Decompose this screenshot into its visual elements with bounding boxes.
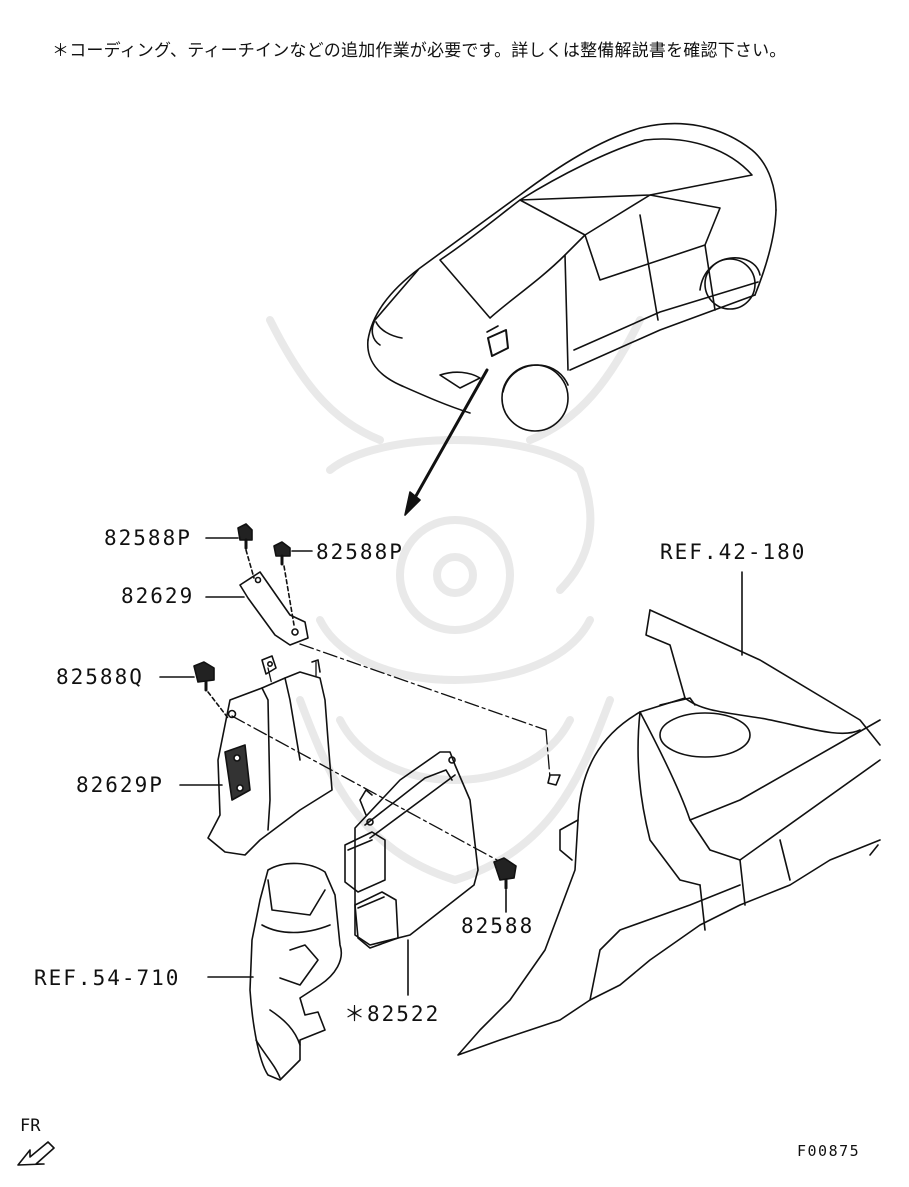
- label-ref-42-180: REF.42-180: [660, 540, 807, 564]
- front-direction-arrow-icon: [17, 1141, 55, 1166]
- air-duct: [249, 862, 342, 1081]
- label-82588q: 82588Q: [56, 665, 144, 689]
- front-label: FR: [20, 1116, 41, 1136]
- label-82588: 82588: [461, 914, 535, 938]
- label-82588p-1: 82588P: [104, 526, 192, 550]
- caution-note: ＊コーディング、ティーチインなどの追加作業が必要です。詳しくは整備解説書を確認下…: [52, 41, 787, 61]
- bracket-lower: [207, 655, 333, 856]
- pointer-arrow: [410, 368, 489, 505]
- label-82588p-2: 82588P: [316, 540, 404, 564]
- label-82522: ＊82522: [344, 1002, 441, 1026]
- label-ref-54-710: REF.54-710: [34, 966, 181, 990]
- bolt-82588q: [193, 661, 229, 719]
- phantom-lines: [231, 643, 551, 861]
- control-unit: [344, 751, 479, 949]
- vehicle-outline: [367, 122, 777, 432]
- bolt-82588p-2: [273, 541, 295, 626]
- bracket-upper: [239, 571, 309, 646]
- leader-lines: [159, 537, 743, 996]
- body-panel: [457, 609, 881, 1056]
- pointer-arrow-head: [404, 491, 421, 516]
- label-82629: 82629: [121, 584, 195, 608]
- bolt-82588p-1: [237, 523, 255, 579]
- figure-code: F00875: [797, 1142, 861, 1160]
- bolt-82588: [493, 857, 517, 890]
- label-82629p: 82629P: [76, 773, 164, 797]
- watermark: [266, 316, 644, 884]
